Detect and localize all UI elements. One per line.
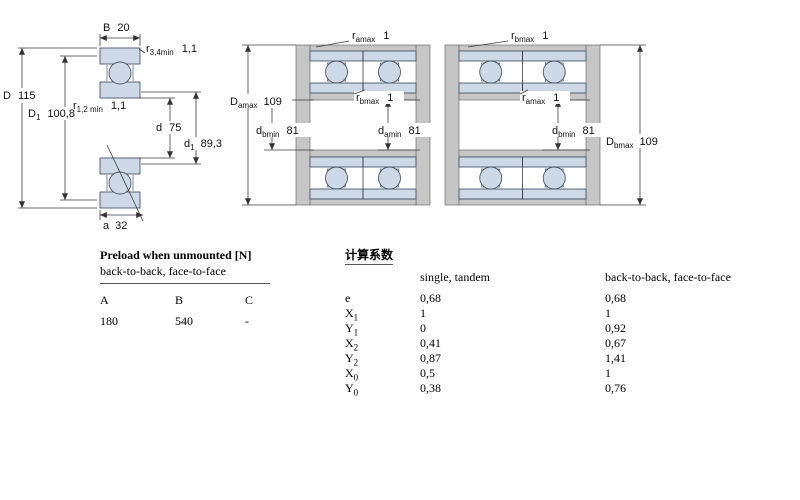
preload-value-A: 180	[100, 314, 118, 328]
factor-symbol: Y0	[345, 381, 359, 398]
factor-value-paired: 1	[605, 306, 611, 320]
factor-value-single: 0,87	[420, 351, 441, 365]
factor-value-paired: 0,67	[605, 336, 626, 350]
preload-col-B: B	[175, 293, 184, 307]
factor-value-paired: 0,68	[605, 291, 626, 305]
bearing-top-half	[99, 47, 141, 99]
factor-row-y1: Y1 0 0,92	[345, 321, 785, 338]
factor-row-e: e 0,68 0,68	[345, 291, 785, 306]
factor-row-y2: Y2 0,87 1,41	[345, 351, 785, 368]
contact-angle-line	[106, 144, 144, 222]
preload-value-C: -	[245, 314, 249, 328]
factor-symbol: Y2	[345, 351, 359, 368]
factors-col-single-tandem: single, tandem	[420, 270, 490, 284]
preload-value-row: 180 540 -	[100, 314, 300, 328]
factors-rows: e 0,68 0,68 X1 1 1 Y1 0 0,92 X2 0,41 0,6…	[345, 291, 785, 398]
bearing-bottom-half	[99, 144, 144, 222]
dimension-lines	[467, 40, 646, 206]
factor-value-single: 0,68	[420, 291, 441, 305]
factors-title: 计算系数	[345, 248, 394, 265]
preload-value-B: 540	[175, 314, 193, 328]
factor-symbol: X2	[345, 336, 359, 353]
factor-row-x1: X1 1 1	[345, 306, 785, 323]
preload-col-A: A	[100, 293, 109, 307]
factor-value-single: 0	[420, 321, 426, 335]
factors-col-back-to-back: back-to-back, face-to-face	[605, 270, 731, 284]
calculation-factors-table: 计算系数 single, tandem back-to-back, face-t…	[345, 248, 785, 398]
factor-symbol: e	[345, 291, 351, 305]
factor-value-single: 0,38	[420, 381, 441, 395]
bearing-pair-top	[458, 50, 587, 94]
factor-value-single: 1	[420, 306, 426, 320]
factor-symbol: X0	[345, 366, 359, 383]
factor-value-paired: 0,92	[605, 321, 626, 335]
bearing-pair-bottom	[309, 156, 417, 200]
preload-table: Preload when unmounted [N] back-to-back,…	[100, 248, 300, 328]
divider	[100, 283, 270, 284]
preload-col-C: C	[245, 293, 254, 307]
bearing-pair-bottom	[458, 156, 587, 200]
factor-value-paired: 1,41	[605, 351, 626, 365]
factor-row-x2: X2 0,41 0,67	[345, 336, 785, 353]
factors-corner-cell	[345, 270, 420, 284]
bearing-pair-top	[309, 50, 417, 94]
factors-header-row: single, tandem back-to-back, face-to-fac…	[345, 270, 785, 284]
factor-symbol: Y1	[345, 321, 359, 338]
factor-value-single: 0,5	[420, 366, 435, 380]
dimension-lines	[18, 34, 201, 220]
factor-row-y0: Y0 0,38 0,76	[345, 381, 785, 398]
factor-value-paired: 0,76	[605, 381, 626, 395]
factor-row-x0: X0 0,5 1	[345, 366, 785, 383]
preload-title: Preload when unmounted [N]	[100, 248, 252, 262]
factor-value-paired: 1	[605, 366, 611, 380]
preload-header-row: A B C	[100, 293, 300, 307]
factor-symbol: X1	[345, 306, 359, 323]
preload-subtitle: back-to-back, face-to-face	[100, 264, 226, 278]
factor-value-single: 0,41	[420, 336, 441, 350]
